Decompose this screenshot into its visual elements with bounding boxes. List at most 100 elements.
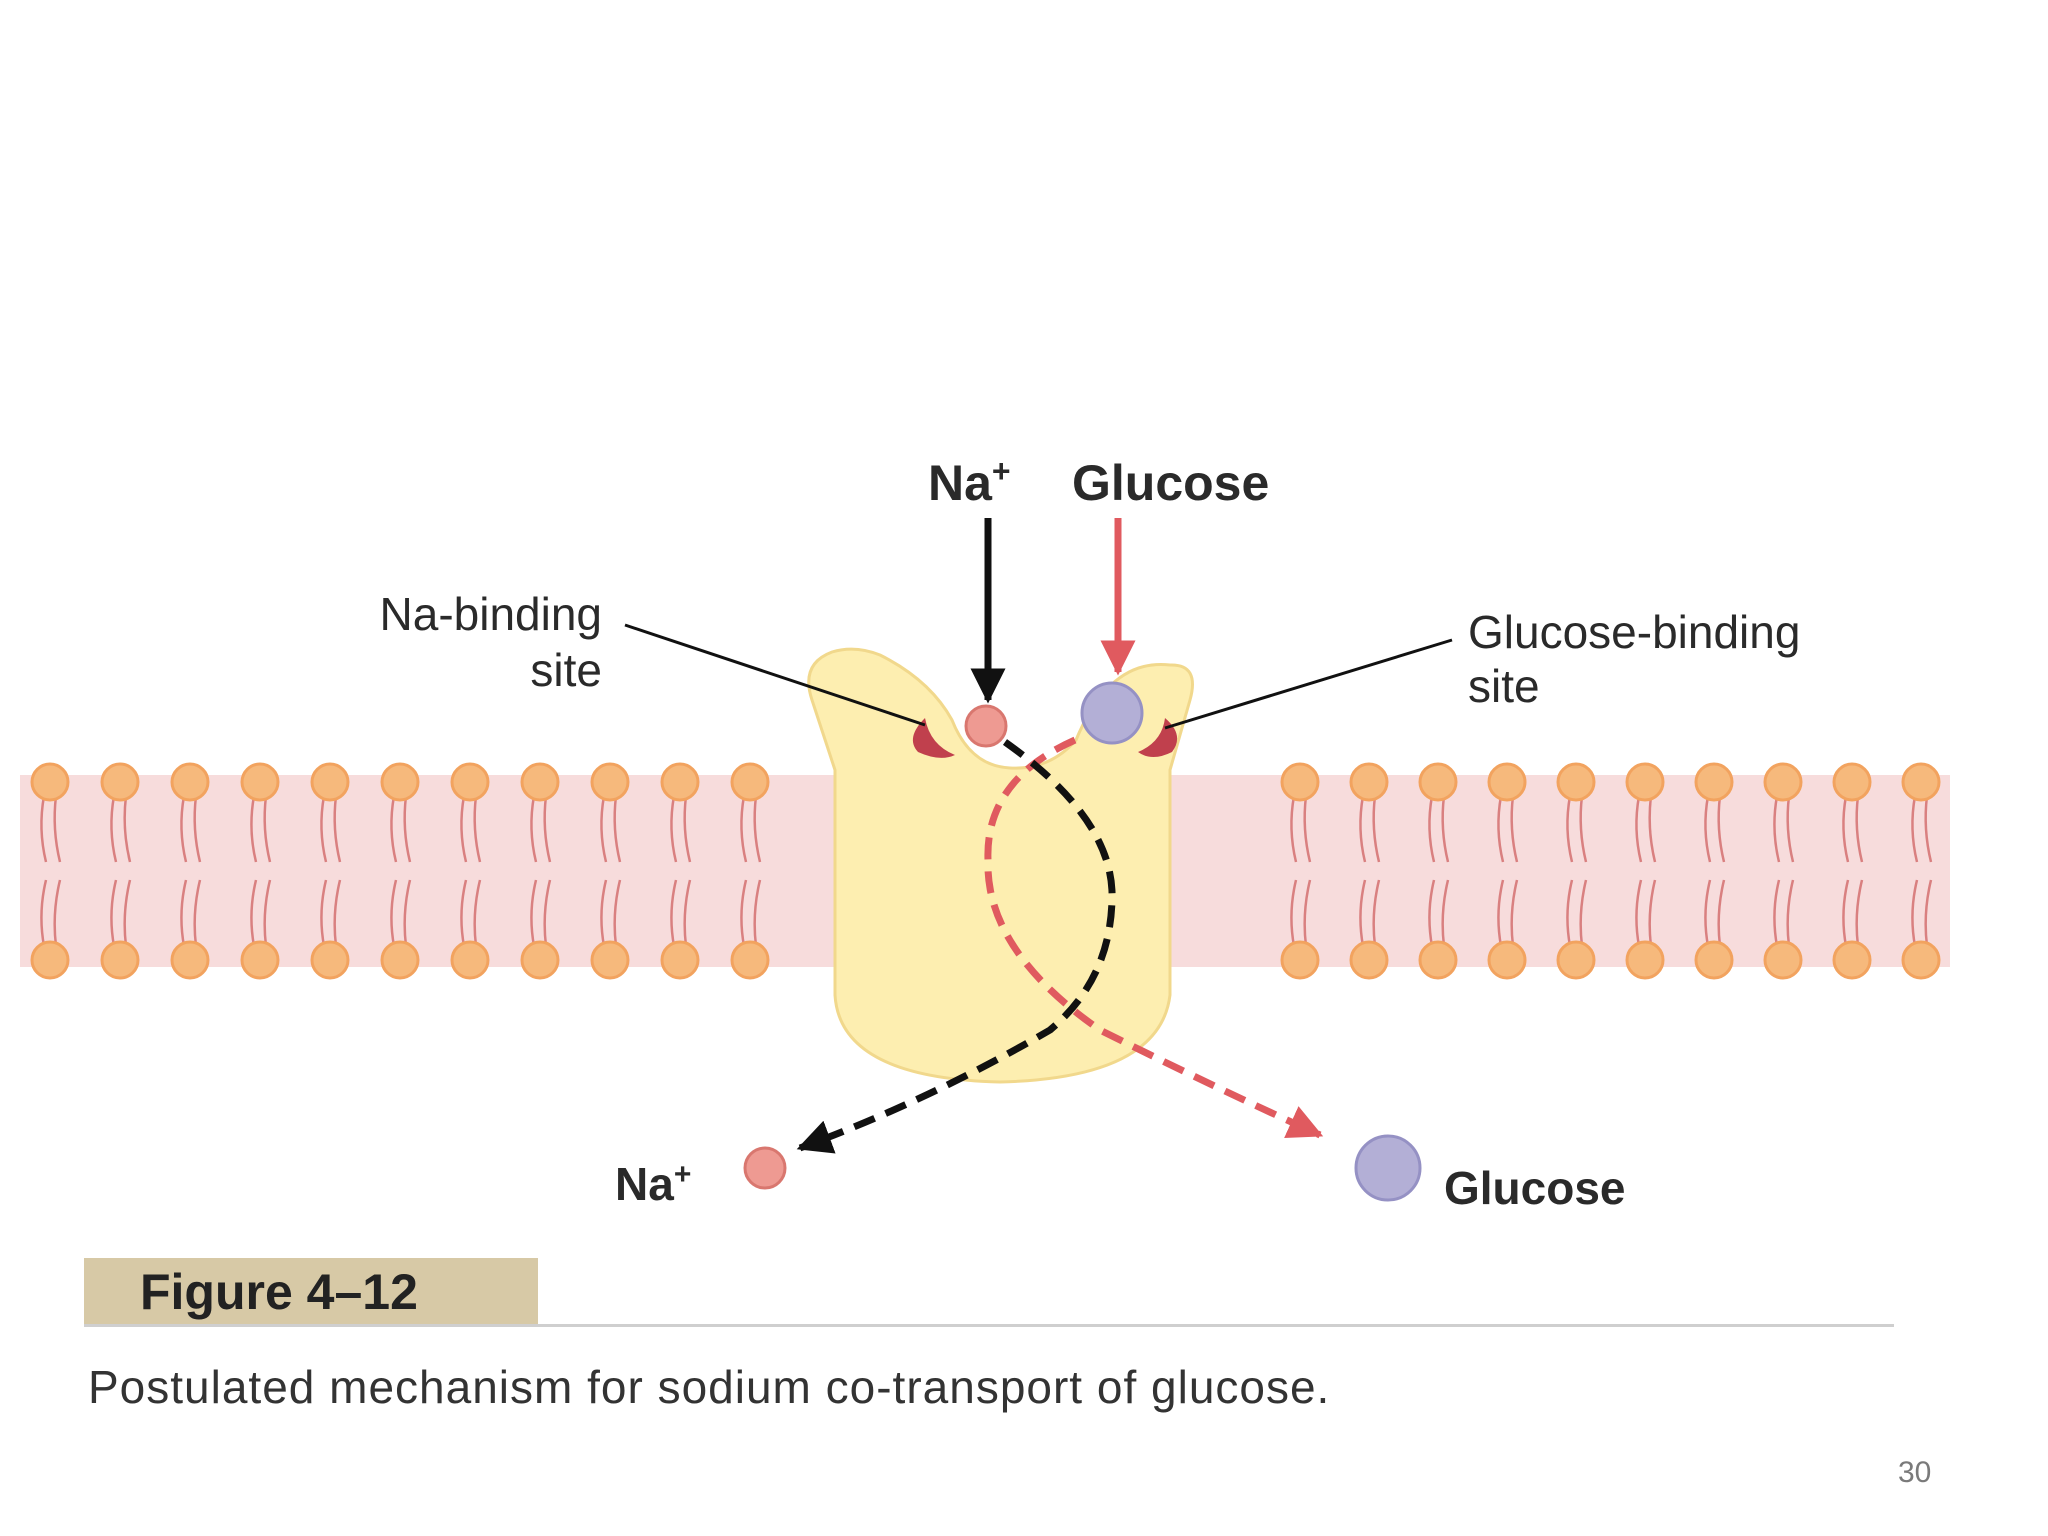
lipid-tail: [613, 879, 622, 947]
lipid-tail: [333, 879, 342, 947]
lipid-bilayer: [30, 762, 1941, 980]
lipid-tail: [460, 879, 468, 947]
lipid-tail: [390, 879, 398, 947]
lipid-tail: [1290, 879, 1298, 947]
lipid-tail: [263, 879, 272, 947]
lipid-tail: [1428, 879, 1436, 947]
lipid-tail: [683, 879, 692, 947]
lipid-tail: [1359, 795, 1367, 863]
lipid-tail: [683, 795, 692, 863]
lipid-head: [1901, 762, 1941, 802]
lipid-tail: [40, 879, 48, 947]
lipid-head: [1280, 762, 1320, 802]
lipid-tail: [1303, 879, 1312, 947]
lipid-tail: [1497, 795, 1505, 863]
lipid-tail: [1773, 795, 1781, 863]
lipid-tail: [1566, 795, 1574, 863]
lipid-head: [520, 762, 560, 802]
na-binding-site: [912, 718, 955, 758]
lipid-tail: [53, 879, 62, 947]
lipid-head: [1694, 762, 1734, 802]
lipid-head: [30, 940, 70, 980]
lipid-tail: [320, 879, 328, 947]
lipid-tail: [193, 879, 202, 947]
lipid-head: [450, 762, 490, 802]
na-ion-bound: [964, 704, 1008, 748]
lipid-tail: [40, 795, 48, 863]
glucose-molecule-bound: [1080, 681, 1144, 745]
lipid-head: [1418, 940, 1458, 980]
lipid-head: [170, 762, 210, 802]
lipid-tail: [1441, 795, 1450, 863]
lipid-tail: [403, 795, 412, 863]
lipid-tail: [320, 795, 328, 863]
lipid-head: [1625, 762, 1665, 802]
lipid-tail: [1579, 795, 1588, 863]
lipid-tail: [1704, 879, 1712, 947]
lipid-head: [1763, 762, 1803, 802]
lipid-tail: [250, 795, 258, 863]
na-top-label: Na+: [928, 453, 1011, 511]
lipid-tail: [613, 795, 622, 863]
lipid-tail: [403, 879, 412, 947]
lipid-head: [1349, 762, 1389, 802]
lipid-tail: [543, 795, 552, 863]
lipid-tail: [123, 879, 132, 947]
figure-divider: [84, 1324, 1894, 1327]
lipid-head: [1556, 762, 1596, 802]
lipid-head: [1694, 940, 1734, 980]
lipid-head: [590, 940, 630, 980]
lipid-head: [1763, 940, 1803, 980]
lipid-head: [520, 940, 560, 980]
lipid-tail: [670, 879, 678, 947]
lipid-head: [30, 762, 70, 802]
lipid-tail: [250, 879, 258, 947]
lipid-tail: [110, 795, 118, 863]
lipid-tail: [600, 795, 608, 863]
glucose-pathway: [984, 736, 1324, 1139]
lipid-tail: [180, 879, 188, 947]
lipid-tail: [123, 795, 132, 863]
lipid-tail: [740, 795, 748, 863]
lipid-tail: [1510, 795, 1519, 863]
lipid-head: [1901, 940, 1941, 980]
lipid-tail: [543, 879, 552, 947]
lipid-tail: [1842, 795, 1850, 863]
lipid-tail: [1911, 795, 1919, 863]
na-binding-leader: [624, 623, 926, 727]
glucose-molecule-released: [1354, 1134, 1422, 1202]
lipid-tail: [530, 879, 538, 947]
na-binding-label-line1: Na-binding: [380, 588, 602, 640]
lipid-tail: [1924, 879, 1933, 947]
na-binding-label-line2: site: [530, 644, 602, 696]
lipid-head: [380, 940, 420, 980]
glucose-binding-label-line2: site: [1468, 660, 1540, 712]
lipid-head: [170, 940, 210, 980]
lipid-tail: [530, 795, 538, 863]
lipid-tail: [1372, 879, 1381, 947]
lipid-tail: [1510, 879, 1519, 947]
lipid-head: [1625, 940, 1665, 980]
lipid-tail: [473, 795, 482, 863]
lipid-tail: [1359, 879, 1367, 947]
lipid-head: [310, 940, 350, 980]
lipid-tail: [600, 879, 608, 947]
lipid-tail: [1566, 879, 1574, 947]
na-bottom-label: Na+: [615, 1158, 691, 1210]
lipid-tail: [1924, 795, 1933, 863]
lipid-head: [380, 762, 420, 802]
lipid-head: [660, 940, 700, 980]
lipid-tail: [1855, 879, 1864, 947]
glucose-binding-label-line1: Glucose-binding: [1468, 606, 1800, 658]
lipid-tail: [263, 795, 272, 863]
glucose-binding-leader: [1164, 638, 1453, 730]
lipid-tail: [1372, 795, 1381, 863]
lipid-tail: [1303, 795, 1312, 863]
lipid-head: [1418, 762, 1458, 802]
lipid-head: [1280, 940, 1320, 980]
lipid-head: [450, 940, 490, 980]
lipid-tail: [1717, 795, 1726, 863]
lipid-tail: [1786, 879, 1795, 947]
lipid-tail: [333, 795, 342, 863]
